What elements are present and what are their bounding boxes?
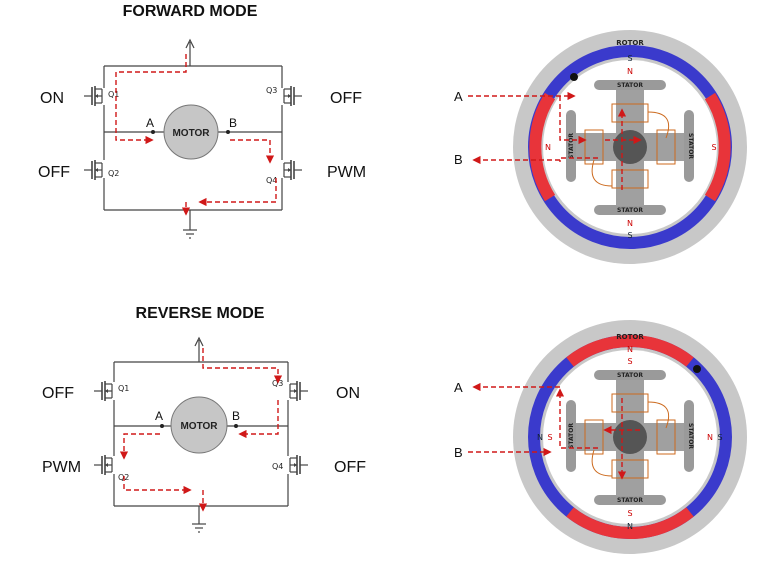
rotor-shaft	[613, 130, 647, 164]
reverse-terminal-b: B	[454, 445, 463, 460]
svg-text:STATOR: STATOR	[568, 133, 575, 159]
forward-node-a: A	[146, 116, 154, 130]
coil-left	[584, 129, 604, 165]
svg-text:N: N	[537, 433, 543, 442]
reverse-q4-label: Q4	[272, 462, 283, 471]
forward-current-path	[115, 54, 277, 216]
svg-text:STATOR: STATOR	[617, 82, 643, 89]
forward-motor	[163, 104, 219, 160]
coil-right	[656, 419, 676, 455]
reverse-mode: REVERSE MODE Q1 Q2 Q3 Q4	[42, 305, 747, 554]
supply-arrow-icon	[194, 336, 204, 347]
rotor-pole-right	[704, 92, 731, 202]
svg-text:STATOR: STATOR	[617, 207, 643, 214]
forward-q2-state: OFF	[38, 164, 70, 181]
svg-text:S: S	[627, 54, 632, 63]
reverse-q1	[93, 380, 113, 402]
reverse-rotor-label: ROTOR	[616, 333, 644, 341]
forward-terminal-a: A	[454, 89, 463, 104]
forward-q1	[83, 85, 103, 107]
coil-top	[611, 393, 649, 413]
reverse-q1-label: Q1	[118, 384, 129, 393]
rotor-pole-bottom	[566, 507, 694, 540]
coil-top	[611, 103, 649, 123]
forward-q4-label: Q4	[266, 176, 277, 185]
forward-q3-state: OFF	[330, 90, 362, 107]
reverse-q2	[93, 454, 113, 476]
forward-rotor-view: ROTOR S N N S N S STATOR STATOR STATOR S…	[513, 30, 747, 264]
forward-q4-state: PWM	[327, 164, 366, 181]
forward-q1-state: ON	[40, 90, 64, 107]
svg-text:S: S	[627, 509, 632, 518]
supply-arrow-icon	[185, 38, 195, 49]
coil-bottom	[611, 169, 649, 189]
reverse-terminal-a: A	[454, 380, 463, 395]
forward-q2	[83, 159, 103, 181]
forward-node-b: B	[229, 116, 237, 130]
forward-rotor-label: ROTOR	[616, 39, 644, 47]
rotor-marker-dot	[570, 73, 578, 81]
coil-bottom	[611, 459, 649, 479]
svg-text:STATOR: STATOR	[687, 133, 694, 159]
svg-text:N: N	[545, 143, 551, 152]
svg-text:S: S	[627, 357, 632, 366]
svg-text:S: S	[717, 433, 722, 442]
svg-text:N: N	[627, 345, 633, 354]
reverse-motor-label: MOTOR	[180, 421, 218, 432]
svg-text:S: S	[711, 143, 716, 152]
svg-text:N: N	[627, 67, 633, 76]
reverse-q3-state: ON	[336, 385, 360, 402]
rotor-pole-top	[566, 334, 694, 367]
reverse-q4-state: OFF	[334, 459, 366, 476]
svg-text:N: N	[707, 433, 713, 442]
reverse-q2-state: PWM	[42, 459, 81, 476]
forward-motor-label: MOTOR	[172, 128, 210, 139]
forward-mode: FORWARD MODE Q1 Q2	[38, 3, 747, 264]
rotor-pole-left	[529, 92, 556, 202]
svg-text:N: N	[627, 522, 633, 531]
reverse-title: REVERSE MODE	[136, 305, 265, 322]
forward-title: FORWARD MODE	[123, 3, 258, 20]
rotor-marker-dot	[693, 365, 701, 373]
forward-q1-label: Q1	[108, 90, 119, 99]
reverse-q3	[289, 380, 309, 402]
svg-text:STATOR: STATOR	[687, 423, 694, 449]
forward-terminal-b: B	[454, 152, 463, 167]
reverse-q4	[289, 454, 309, 476]
reverse-node-a: A	[155, 409, 163, 423]
forward-q3	[283, 85, 303, 107]
svg-text:STATOR: STATOR	[617, 372, 643, 379]
svg-text:S: S	[627, 231, 632, 240]
svg-text:N: N	[627, 219, 633, 228]
svg-text:STATOR: STATOR	[568, 423, 575, 449]
coil-left	[584, 419, 604, 455]
reverse-node-b: B	[232, 409, 240, 423]
forward-q4	[283, 159, 303, 181]
forward-q3-label: Q3	[266, 86, 277, 95]
rotor-shaft	[613, 420, 647, 454]
reverse-motor	[170, 396, 228, 454]
reverse-current-path	[119, 348, 283, 512]
reverse-q1-state: OFF	[42, 385, 74, 402]
svg-text:STATOR: STATOR	[617, 497, 643, 504]
coil-right	[656, 129, 676, 165]
forward-q2-label: Q2	[108, 169, 119, 178]
reverse-rotor-view: ROTOR N S S N N S N S STATOR STATOR STAT…	[513, 320, 747, 554]
svg-text:S: S	[547, 433, 552, 442]
